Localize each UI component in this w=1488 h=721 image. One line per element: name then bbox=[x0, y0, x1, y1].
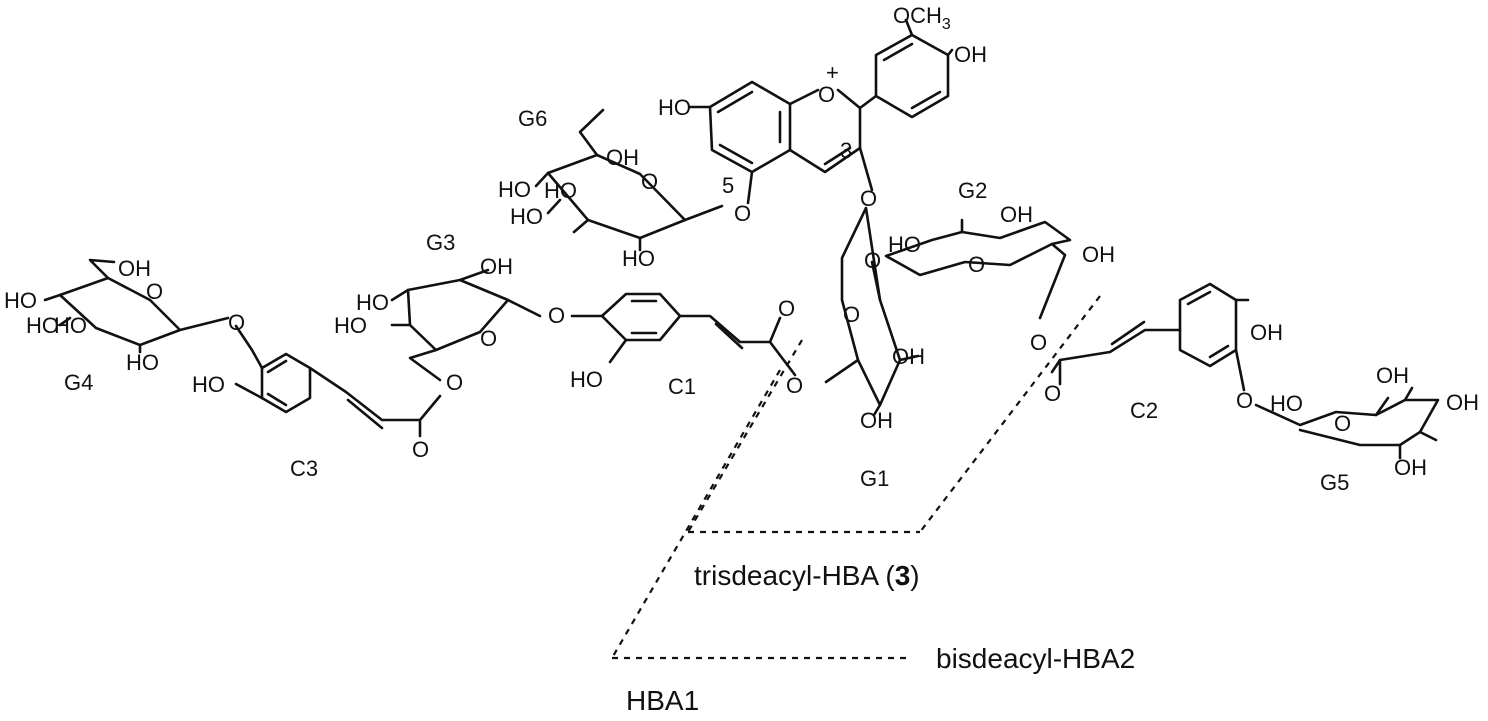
g5-ring bbox=[1254, 386, 1440, 460]
c3-ho: HO bbox=[192, 372, 225, 397]
g5-ho: HO bbox=[1270, 391, 1303, 416]
g6-glucose-ring bbox=[534, 108, 724, 252]
c2-oh: OH bbox=[1250, 320, 1283, 345]
g3-label: G3 bbox=[426, 230, 455, 255]
g5-oh-3: OH bbox=[1394, 455, 1427, 480]
anthocyanidin-core bbox=[688, 18, 954, 205]
g5-oh-2: OH bbox=[1446, 390, 1479, 415]
g2-ho: HO bbox=[888, 232, 921, 257]
g6-link-o: O bbox=[734, 201, 751, 226]
g2-oh-1: OH bbox=[1000, 202, 1033, 227]
c1-ho: HO bbox=[570, 367, 603, 392]
g4-ho-3: HO bbox=[54, 313, 87, 338]
c2-caffeoyl bbox=[1050, 282, 1250, 392]
g3-oh: OH bbox=[480, 254, 513, 279]
g3-ho-2: HO bbox=[334, 313, 367, 338]
g1-link-o-c1: O bbox=[786, 373, 803, 398]
g3-glucose-ring bbox=[390, 268, 542, 382]
caption-bisdeacyl: bisdeacyl-HBA2 bbox=[936, 643, 1135, 674]
position-5: 5 bbox=[722, 173, 734, 198]
g6-ho-4: HO bbox=[622, 246, 655, 271]
g5-oh-1: OH bbox=[1376, 363, 1409, 388]
dash-c1-cleavage bbox=[687, 339, 803, 533]
position-3: 3 bbox=[840, 138, 852, 163]
g6-oh-top: OH bbox=[606, 145, 639, 170]
c3-carbonyl-o: O bbox=[412, 437, 429, 462]
g1-oh-2: OH bbox=[860, 408, 893, 433]
g6-ring-o: O bbox=[641, 169, 658, 194]
c3-label: C3 bbox=[290, 456, 318, 481]
g1-glucose-ring bbox=[824, 206, 920, 417]
g4-ho-2: HO bbox=[26, 313, 59, 338]
g4-glucose-ring bbox=[43, 258, 230, 354]
b-ring-oh: OH bbox=[954, 42, 987, 67]
flavylium-o: O bbox=[818, 82, 835, 107]
g1-ring-o: O bbox=[843, 302, 860, 327]
g4-ring-o: O bbox=[146, 279, 163, 304]
dash-c2-cleavage bbox=[919, 295, 1101, 533]
g2-oh-2: OH bbox=[1082, 242, 1115, 267]
c3-link-o: O bbox=[860, 186, 877, 211]
c2-label: C2 bbox=[1130, 398, 1158, 423]
g4-oh-top: OH bbox=[118, 256, 151, 281]
a-ring-ho: HO bbox=[658, 95, 691, 120]
c1-o-link: O bbox=[548, 303, 565, 328]
g4-label: G4 bbox=[64, 370, 93, 395]
c1-label: C1 bbox=[668, 374, 696, 399]
c1-carbonyl-o: O bbox=[778, 296, 795, 321]
g4-ho-1: HO bbox=[4, 288, 37, 313]
g6-ho-1: HO bbox=[498, 177, 531, 202]
g5-label: G5 bbox=[1320, 470, 1349, 495]
g2-ring bbox=[884, 218, 1072, 320]
g1-link-o-g2: O bbox=[864, 248, 881, 273]
dash-hba1-diagonal bbox=[611, 369, 781, 659]
g6-ho-3: HO bbox=[544, 178, 577, 203]
g4-ho-4: HO bbox=[126, 350, 159, 375]
g3-link-o: O bbox=[446, 370, 463, 395]
g2-ring-o: O bbox=[968, 252, 985, 277]
c3-o-link: O bbox=[228, 310, 245, 335]
g3-ho-1: HO bbox=[356, 290, 389, 315]
g1-oh-1: OH bbox=[892, 344, 925, 369]
g3-ring-o: O bbox=[480, 326, 497, 351]
g5-ring-o: O bbox=[1334, 411, 1351, 436]
caption-trisdeacyl: trisdeacyl-HBA (3) bbox=[694, 560, 920, 591]
g1-label: G1 bbox=[860, 466, 889, 491]
c2-o-link: O bbox=[1236, 388, 1253, 413]
c2-carbonyl-o: O bbox=[1044, 381, 1061, 406]
g2-label: G2 bbox=[958, 178, 987, 203]
c1-caffeoyl bbox=[570, 292, 797, 377]
g6-ho-2: HO bbox=[510, 204, 543, 229]
g6-label: G6 bbox=[518, 106, 547, 131]
flavylium-charge: + bbox=[826, 60, 839, 85]
caption-hba1: HBA1 bbox=[626, 685, 699, 716]
c3-caffeoyl bbox=[234, 324, 442, 438]
g2-link-o: O bbox=[1030, 330, 1047, 355]
och3-label: OCH3 bbox=[893, 3, 951, 33]
